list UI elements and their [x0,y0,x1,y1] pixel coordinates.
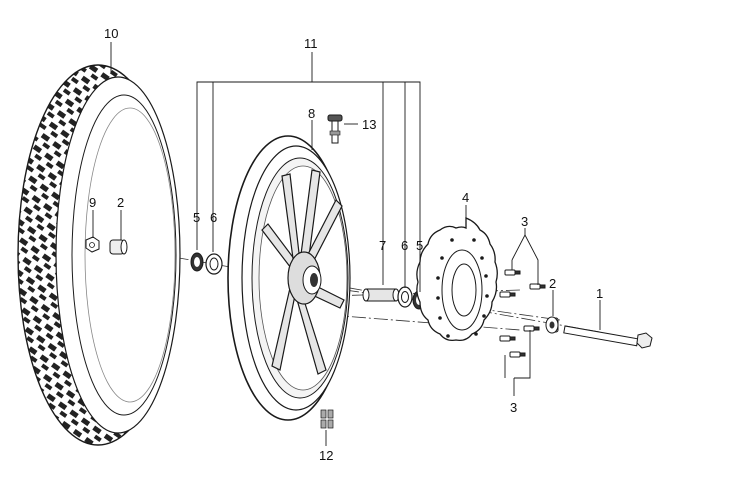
callout-labels: 10 11 8 13 9 2 5 6 7 6 5 4 3 2 1 3 12 [89,26,603,463]
callout-spacer-left: 2 [117,195,124,210]
callout-bearing-left: 6 [210,210,217,225]
callout-bolts-bottom: 3 [510,400,517,415]
seal-left-part [190,252,204,272]
valve-part [327,114,343,144]
callout-valve: 13 [362,117,376,132]
tire [17,64,181,446]
callout-brake-disc: 4 [462,190,469,205]
nut-left-part [85,236,100,253]
brake-disc [416,217,498,342]
callout-spacer-right: 2 [549,276,556,291]
callout-seal-left: 5 [193,210,200,225]
spacer-right-part [545,316,559,334]
bearing-right-part [397,286,413,308]
bolts-top-part [499,269,546,298]
callout-axle: 1 [596,286,603,301]
callout-rim: 8 [308,106,315,121]
axle-part [563,325,653,349]
hub-sleeve-part [362,288,400,302]
bearing-left-part [205,253,223,275]
rim [227,135,351,421]
callout-tire: 10 [104,26,118,41]
balance-weights-part [320,409,334,429]
callout-seal-right: 5 [416,238,423,253]
callout-balance-weights: 12 [319,448,333,463]
spacer-left-part [109,239,128,255]
callout-nut-left: 9 [89,195,96,210]
callout-wheel-assembly: 11 [304,36,318,51]
bolts-bottom-part [499,325,540,358]
callout-bolts-top: 3 [521,214,528,229]
callout-hub-sleeve: 7 [379,238,386,253]
callout-bearing-right: 6 [401,238,408,253]
leader-lines [92,42,601,446]
